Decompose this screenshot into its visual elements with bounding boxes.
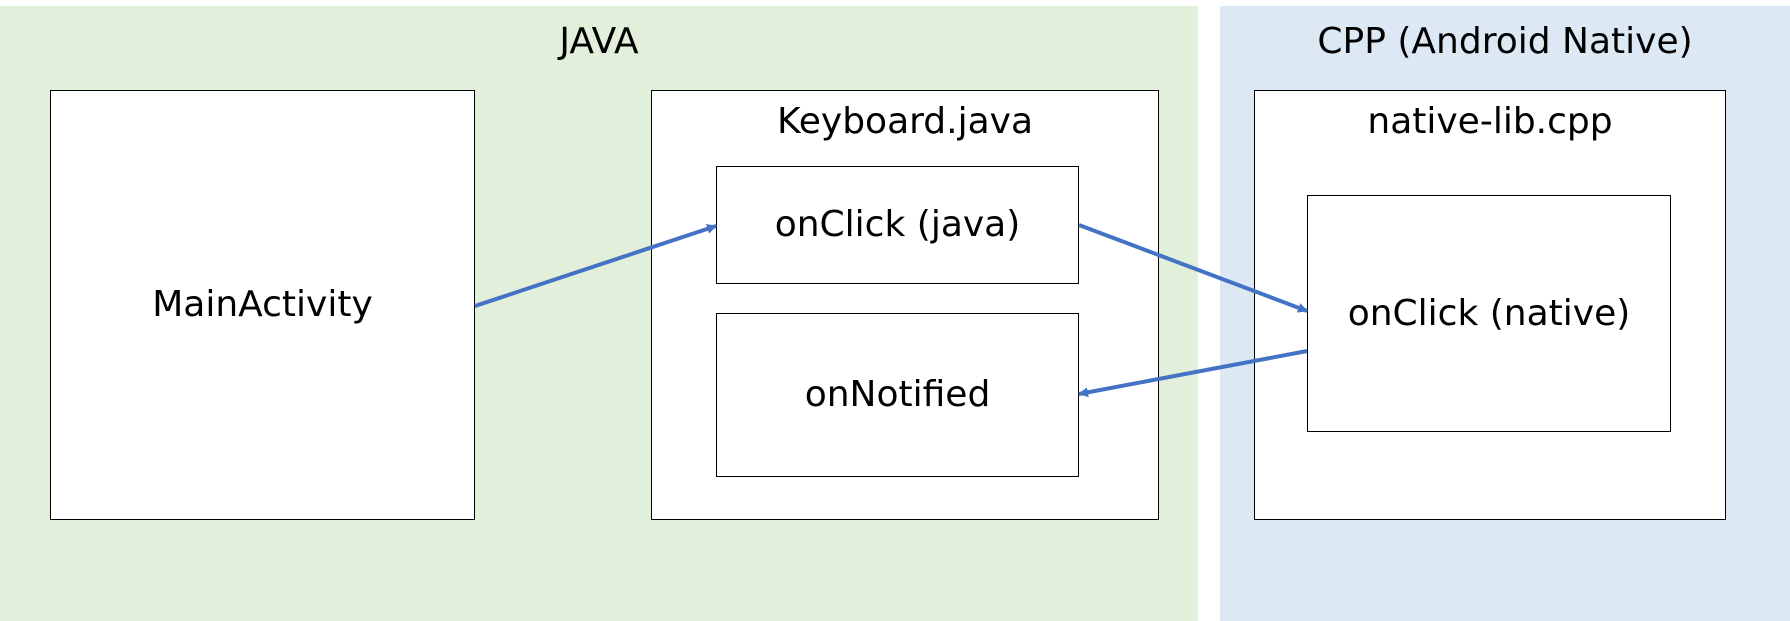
- arrow-main-to-onclick-java: [474, 224, 717, 308]
- keyboard-java-title: Keyboard.java: [776, 101, 1034, 142]
- java-region-title: JAVA: [559, 21, 639, 62]
- arrow-onclick-native-to-on-notified: [1078, 349, 1308, 398]
- arrow-onclick-java-to-onclick-native: [1078, 223, 1308, 313]
- on-notified-label: onNotified: [804, 374, 991, 415]
- main-activity-box: MainActivity: [50, 90, 475, 520]
- native-lib-cpp-title: native-lib.cpp: [1367, 101, 1613, 142]
- on-notified-box: onNotified: [716, 313, 1079, 477]
- onclick-native-label: onClick (native): [1347, 292, 1631, 334]
- onclick-java-label: onClick (java): [774, 204, 1021, 245]
- onclick-java-box: onClick (java): [716, 166, 1079, 284]
- main-activity-label: MainActivity: [152, 284, 373, 325]
- cpp-region-title: CPP (Android Native): [1317, 21, 1693, 62]
- onclick-native-box: onClick (native): [1307, 195, 1671, 432]
